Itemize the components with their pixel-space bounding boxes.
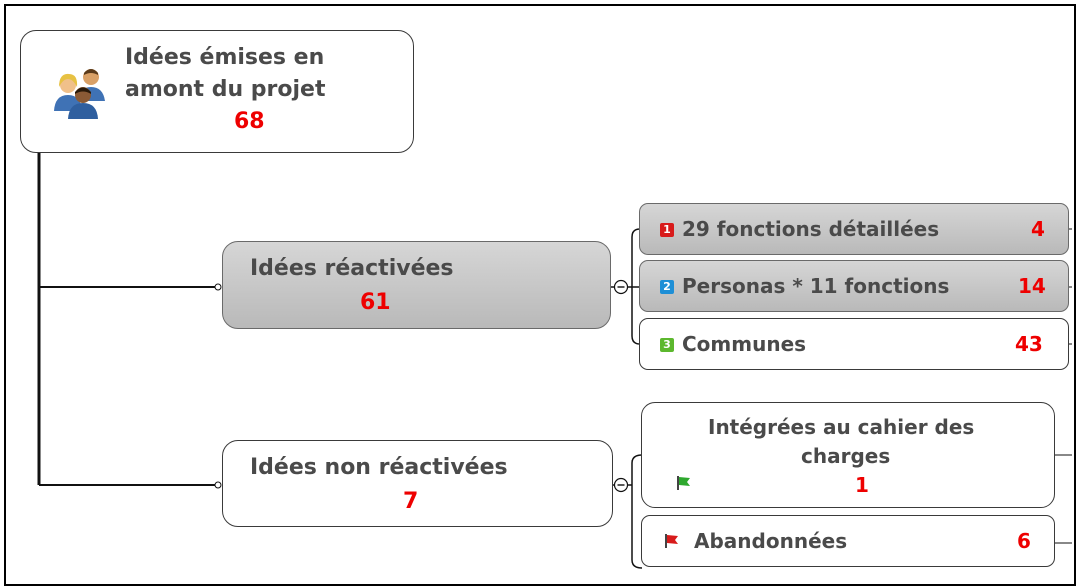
child-2-label: Personas * 11 fonctions bbox=[682, 274, 950, 298]
integrated-label-line1: Intégrées au cahier des bbox=[708, 415, 975, 439]
reactivated-title: Idées réactivées bbox=[250, 256, 454, 281]
child-1-count: 4 bbox=[1031, 217, 1045, 241]
integrated-count: 1 bbox=[855, 473, 869, 497]
reactivated-child-2[interactable]: 2 Personas * 11 fonctions 14 bbox=[639, 260, 1069, 312]
red-flag-icon bbox=[665, 534, 678, 548]
green-flag-icon bbox=[677, 476, 690, 490]
child-2-count: 14 bbox=[1018, 274, 1046, 298]
abandoned-count: 6 bbox=[1017, 529, 1031, 553]
reactivated-node[interactable]: Idées réactivées 61 bbox=[222, 241, 611, 329]
root-title-line1: Idées émises en bbox=[125, 45, 325, 70]
not-reactivated-node[interactable]: Idées non réactivées 7 bbox=[222, 440, 613, 527]
reactivated-child-1[interactable]: 1 29 fonctions détaillées 4 bbox=[639, 203, 1069, 255]
root-count: 68 bbox=[234, 109, 265, 134]
child-3-count: 43 bbox=[1015, 332, 1043, 356]
priority-3-icon: 3 bbox=[660, 338, 674, 352]
root-node[interactable]: Idées émises en amont du projet 68 bbox=[20, 30, 414, 153]
priority-1-icon: 1 bbox=[660, 223, 674, 237]
reactivated-count: 61 bbox=[360, 290, 391, 315]
abandoned-node[interactable]: Abandonnées 6 bbox=[641, 515, 1055, 567]
people-group-icon bbox=[54, 69, 105, 119]
reactivated-child-3[interactable]: 3 Communes 43 bbox=[639, 318, 1069, 370]
priority-2-icon: 2 bbox=[660, 280, 674, 294]
child-3-label: Communes bbox=[682, 332, 807, 356]
not-reactivated-title: Idées non réactivées bbox=[250, 455, 508, 480]
abandoned-label: Abandonnées bbox=[694, 529, 848, 553]
integrated-node[interactable]: Intégrées au cahier des charges 1 bbox=[641, 402, 1055, 508]
collapse-toggle-not-reactivated[interactable] bbox=[612, 476, 630, 494]
not-reactivated-count: 7 bbox=[403, 489, 419, 514]
child-1-label: 29 fonctions détaillées bbox=[682, 217, 940, 241]
root-title-line2: amont du projet bbox=[125, 77, 326, 102]
integrated-label-line2: charges bbox=[801, 444, 891, 468]
collapse-toggle-reactivated[interactable] bbox=[612, 278, 630, 296]
